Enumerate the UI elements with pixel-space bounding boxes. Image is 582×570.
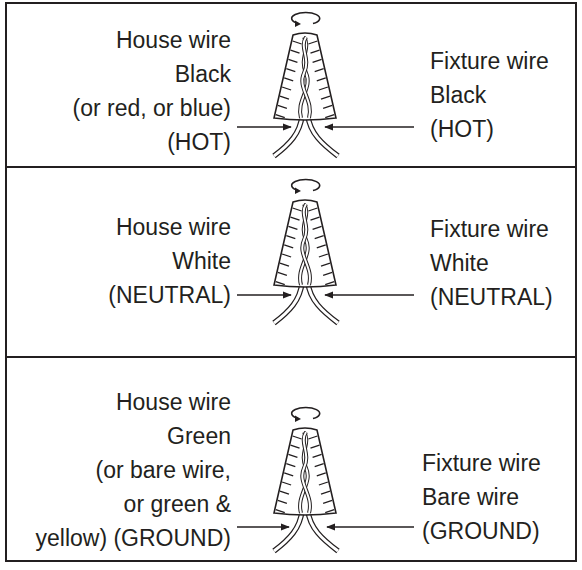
leader-arrow: [237, 294, 291, 296]
wire-panel: House wire Green (or bare wire, or green…: [5, 356, 577, 562]
wire-nut: [274, 12, 338, 156]
leader-arrow: [325, 294, 414, 296]
leader-arrow: [325, 126, 414, 128]
wire-nut: [274, 407, 338, 551]
house-wire-label: House wire Black (or red, or blue) (HOT): [72, 23, 231, 159]
fixture-wire-label: Fixture wire Bare wire (GROUND): [422, 446, 541, 548]
leader-arrow: [237, 126, 291, 128]
house-wire-label: House wire White (NEUTRAL): [108, 210, 231, 312]
fixture-wire-label: Fixture wire Black (HOT): [430, 44, 549, 146]
wire-panel: House wire Black (or red, or blue) (HOT)…: [5, 2, 577, 168]
wire-panel: House wire White (NEUTRAL) Fixture wire W…: [5, 166, 577, 358]
fixture-wire-label: Fixture wire White (NEUTRAL): [430, 212, 553, 314]
house-wire-label: House wire Green (or bare wire, or green…: [36, 385, 232, 555]
leader-arrow: [237, 526, 289, 528]
leader-arrow: [327, 526, 414, 528]
wire-nut: [274, 179, 338, 323]
